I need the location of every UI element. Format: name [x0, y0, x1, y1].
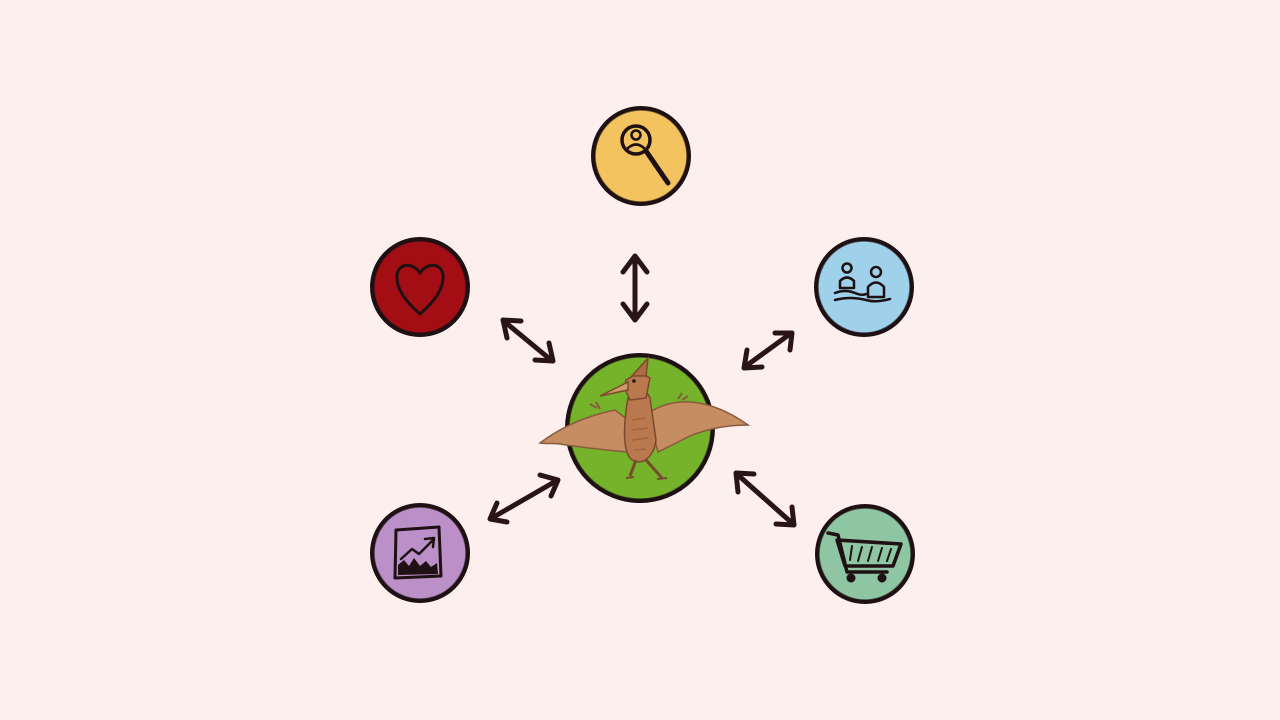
- arrow-center-to-people: [741, 330, 795, 371]
- arrow-center-to-search: [620, 253, 650, 323]
- node-loyalty: [370, 237, 470, 337]
- node-shopping: [815, 504, 915, 604]
- growth-chart-icon: [393, 525, 443, 580]
- arrow-center-to-heart: [500, 317, 556, 364]
- people-icon: [833, 262, 892, 303]
- arrow-center-to-chart: [487, 472, 561, 525]
- heart-icon: [395, 263, 445, 316]
- arrow-center-to-cart: [733, 470, 797, 528]
- node-audience: [814, 237, 914, 337]
- shopping-cart-icon: [826, 531, 903, 583]
- center-hub: [538, 353, 751, 503]
- search-user-icon: [620, 124, 671, 186]
- node-search-user: [591, 106, 691, 206]
- pterodactyl-icon: [538, 355, 751, 480]
- node-analytics: [370, 503, 470, 603]
